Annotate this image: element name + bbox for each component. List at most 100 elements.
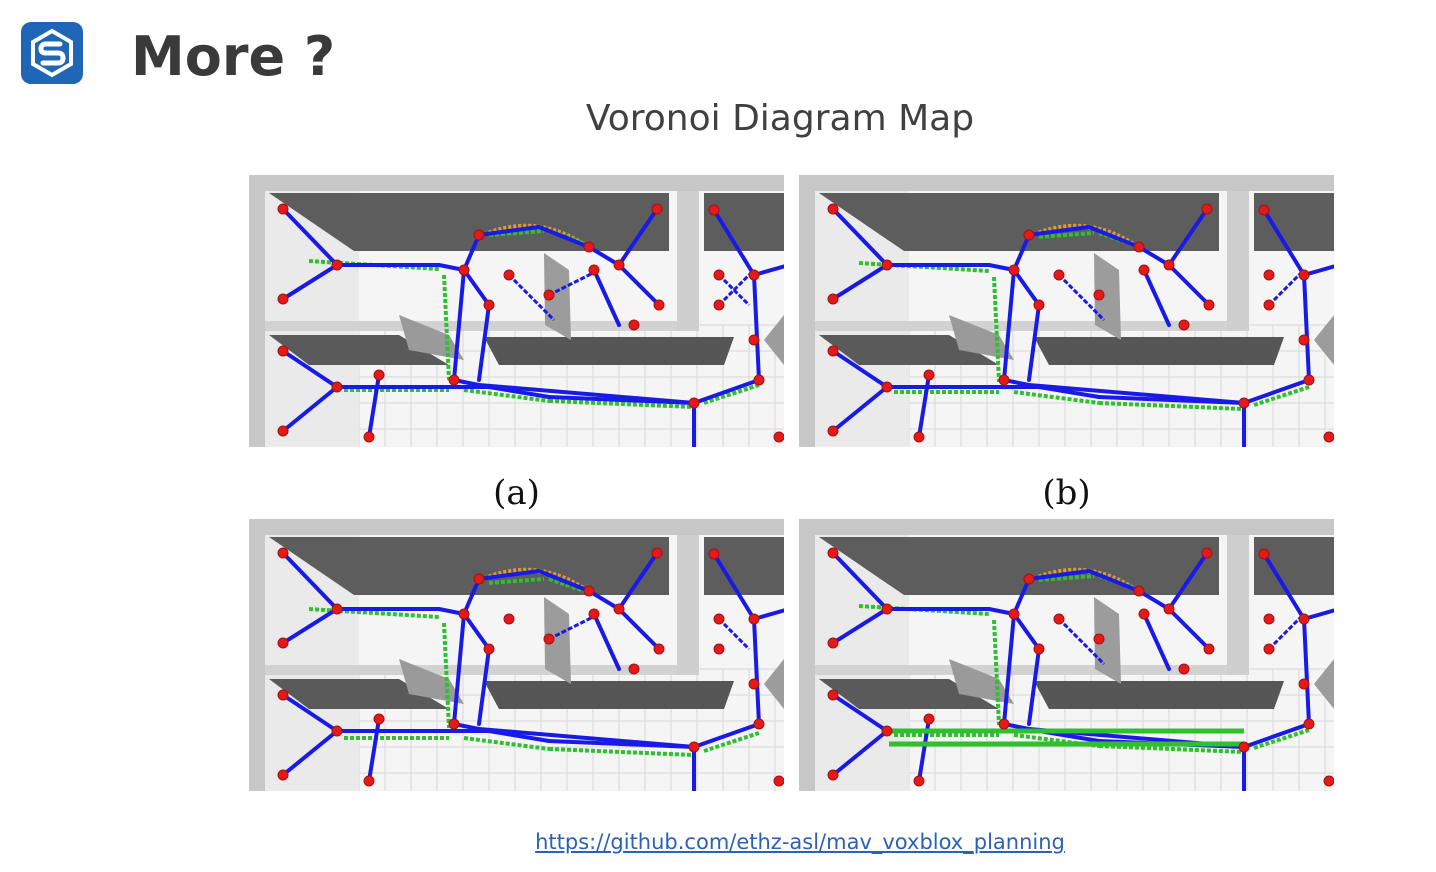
map-green-edge <box>1253 385 1310 407</box>
map-node <box>363 431 375 443</box>
map-blue-edge <box>537 225 591 249</box>
map-node <box>277 689 289 701</box>
map-blue-edge <box>717 268 756 307</box>
map-green-edge <box>1098 401 1245 411</box>
map-node <box>1263 269 1275 281</box>
map-blue-edge <box>547 395 696 405</box>
map-blue-edge <box>462 612 491 651</box>
map-node <box>331 259 343 271</box>
map-wall-pillar <box>1227 191 1249 331</box>
map-blue-edge <box>1012 612 1041 651</box>
map-node <box>827 547 839 559</box>
map-obstacle <box>544 597 571 684</box>
map-blue-edge <box>831 551 889 611</box>
s-logo-icon <box>21 22 83 84</box>
map-node <box>651 547 663 559</box>
map-node <box>628 663 640 675</box>
map-blue-edge <box>1302 264 1334 277</box>
map-green-edge <box>703 731 760 753</box>
map-node <box>473 229 485 241</box>
map-blue-edge <box>477 225 541 237</box>
map-blue-edge <box>1167 263 1211 307</box>
voronoi-map-panel-b <box>799 175 1334 447</box>
map-blue-edge <box>617 263 661 307</box>
map-blue-edge <box>477 647 491 726</box>
map-wall-pillar <box>1227 535 1249 675</box>
map-blue-edge <box>831 693 889 733</box>
map-node <box>653 643 665 655</box>
map-node <box>1138 608 1150 620</box>
map-node <box>583 585 595 597</box>
map-node <box>998 374 1010 386</box>
map-node <box>588 264 600 276</box>
map-node <box>277 425 289 437</box>
map-node <box>1298 613 1310 625</box>
map-node <box>1033 643 1045 655</box>
map-blue-edge <box>1087 225 1141 249</box>
map-node <box>1258 548 1270 560</box>
map-green-edge <box>463 388 550 403</box>
map-wall-mid <box>815 665 1245 675</box>
map-node <box>827 769 839 781</box>
map-green-edge <box>1013 733 1100 748</box>
map-blue-edge <box>1167 607 1211 651</box>
map-node <box>998 718 1010 730</box>
map-node <box>1033 299 1045 311</box>
map-obstacle <box>764 659 784 709</box>
map-node <box>881 259 893 271</box>
map-node <box>827 293 839 305</box>
map-node <box>753 718 765 730</box>
voronoi-map-b <box>799 175 1334 447</box>
map-node <box>1298 334 1310 346</box>
map-green-edge <box>548 577 585 593</box>
map-node <box>458 264 470 276</box>
map-node <box>881 725 893 737</box>
map-blue-edge <box>1302 617 1311 726</box>
map-node <box>1178 663 1190 675</box>
map-blue-edge <box>831 263 889 301</box>
map-node <box>1023 573 1035 585</box>
map-blue-edge <box>1027 569 1091 581</box>
map-blue-edge <box>281 607 339 645</box>
map-node <box>503 269 515 281</box>
map-blue-edge <box>1027 225 1091 237</box>
github-source-link[interactable]: https://github.com/ethz-asl/mav_voxblox_… <box>535 830 1065 854</box>
map-node <box>277 637 289 649</box>
map-blue-edge <box>367 717 381 783</box>
map-blue-edge <box>831 207 889 267</box>
map-node <box>748 678 760 690</box>
map-node <box>1138 264 1150 276</box>
map-node <box>583 241 595 253</box>
map-node <box>713 613 725 625</box>
map-node <box>277 769 289 781</box>
map-blue-edge <box>831 385 889 433</box>
map-node <box>1053 269 1065 281</box>
map-node <box>881 381 893 393</box>
map-blue-edge <box>547 739 696 749</box>
subtitle: Voronoi Diagram Map <box>585 98 975 139</box>
map-blue-edge <box>1012 268 1041 307</box>
map-node <box>543 289 555 301</box>
map-node <box>503 613 515 625</box>
map-node <box>1258 204 1270 216</box>
map-blue-edge <box>1137 245 1171 267</box>
map-blue-edge <box>281 551 339 611</box>
map-node <box>881 603 893 615</box>
map-blue-edge <box>281 729 339 777</box>
map-wall-mid <box>265 665 695 675</box>
map-node <box>1303 374 1315 386</box>
map-obstacle <box>1314 659 1334 709</box>
voronoi-map-panel-c <box>249 519 784 791</box>
map-blue-edge <box>1002 612 1016 726</box>
map-blue-edge <box>1142 268 1171 327</box>
map-blue-edge <box>692 378 761 405</box>
map-blue-edge <box>477 569 541 581</box>
page-title: More ? <box>131 25 336 88</box>
map-node <box>1201 547 1213 559</box>
map-obstacle <box>764 315 784 365</box>
map-green-edge <box>442 274 451 381</box>
map-node <box>1053 613 1065 625</box>
map-dark-wall <box>704 537 784 595</box>
map-blue-edge <box>452 612 466 726</box>
map-node <box>588 608 600 620</box>
